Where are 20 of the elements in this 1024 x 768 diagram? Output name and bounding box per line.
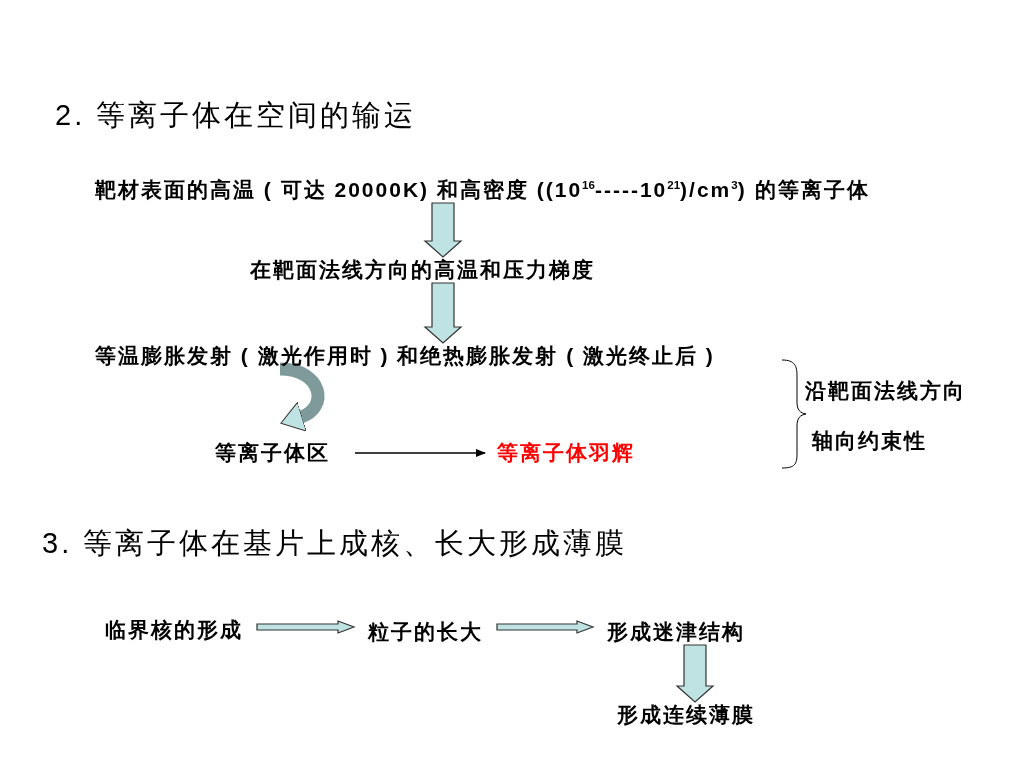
flow-text: 形成连续薄膜 [617, 702, 755, 728]
section-heading: 2. 等离子体在空间的输运 [55, 98, 417, 133]
flow-text: 等离子体羽辉 [497, 440, 635, 466]
block-arrow [423, 202, 463, 258]
section-heading: 3. 等离子体在基片上成核、长大形成薄膜 [42, 526, 628, 561]
block-arrow [675, 644, 715, 703]
block-arrow [423, 282, 463, 344]
flow-text: 形成迷津结构 [607, 619, 745, 645]
arrow [354, 449, 486, 457]
flow-text: 粒子的长大 [368, 619, 483, 645]
side-note: 沿靶面法线方向 [805, 378, 966, 404]
side-note: 轴向约束性 [812, 428, 927, 454]
flow-text: 等温膨胀发射 ( 激光作用时 ) 和绝热膨胀发射 ( 激光终止后 ) [95, 343, 715, 369]
block-arrow [256, 620, 356, 634]
flow-text: 靶材表面的高温 ( 可达 20000K) 和高密度 ((10$^{16}$-----10$^{21}$)/cm$^{3}$) 的等离子体 [95, 172, 870, 203]
curved-arrow [279, 362, 325, 431]
flow-text: 在靶面法线方向的高温和压力梯度 [250, 257, 595, 283]
flow-text: 临界核的形成 [105, 617, 243, 643]
block-arrow [496, 620, 595, 634]
flow-text: 等离子体区 [215, 440, 330, 466]
